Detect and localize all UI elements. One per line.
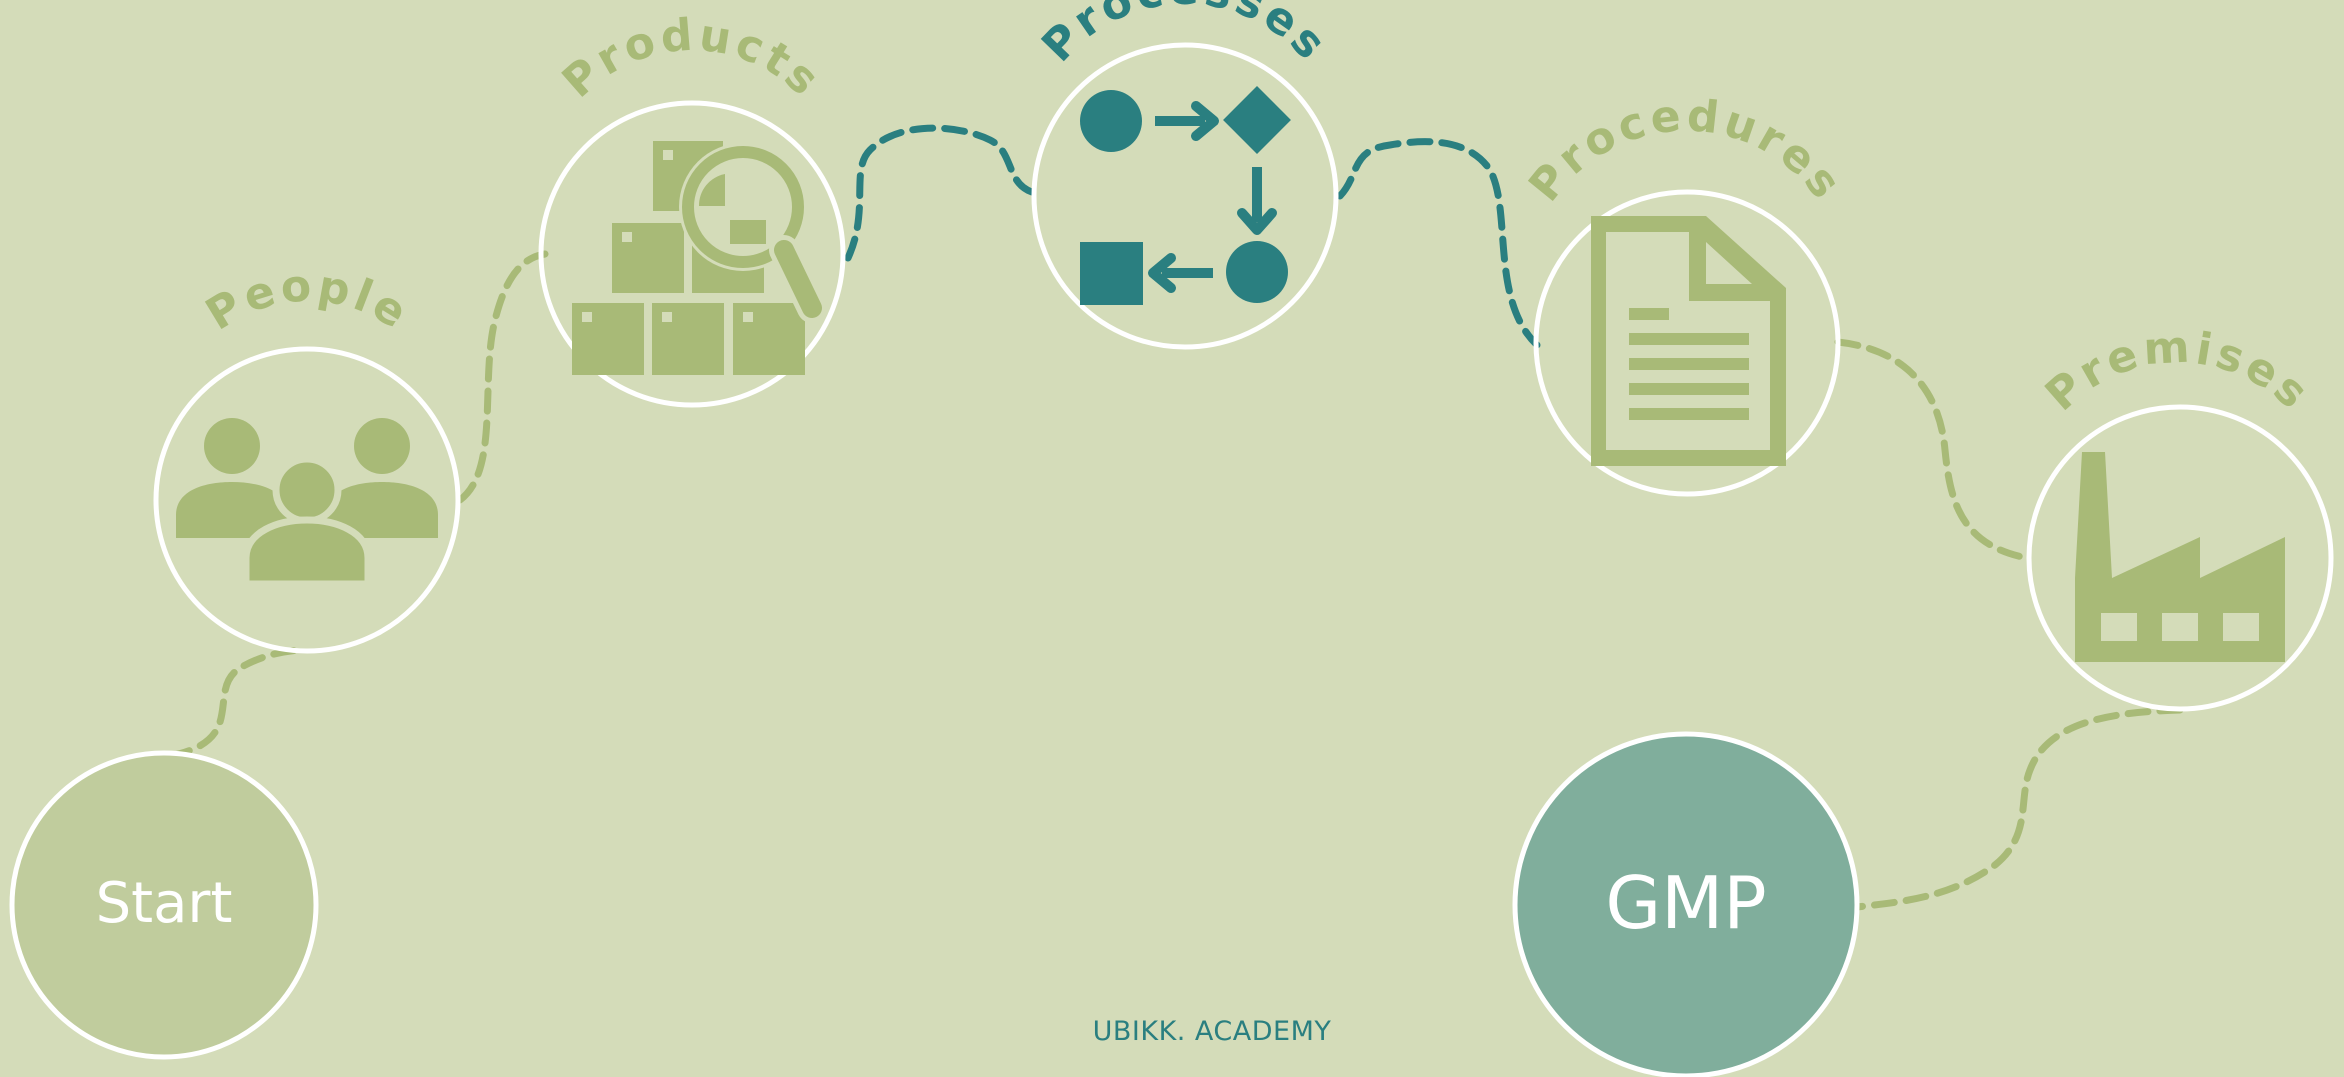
process-flow-icon: [1080, 86, 1291, 305]
connector-products-processes: [844, 124, 1039, 262]
connector-start-people: [166, 646, 309, 760]
stage-products: Products: [538, 9, 846, 408]
start-label: Start: [96, 871, 233, 936]
connector-premises-gmp: [1853, 706, 2184, 911]
stage-people-label: People: [197, 260, 419, 340]
stage-processes-label: Processes: [1032, 0, 1338, 72]
factory-icon: [2075, 452, 2285, 662]
gmp-node: GMP: [1512, 731, 1860, 1077]
people-icon: [176, 418, 438, 588]
start-node: Start: [9, 750, 319, 1060]
stage-products-label: Products: [553, 9, 832, 108]
gmp-label: GMP: [1605, 861, 1766, 945]
stage-premises: Premises: [2026, 321, 2334, 712]
document-icon: [1591, 216, 1786, 466]
footer-brand: UBIKK. ACADEMY: [1093, 1016, 1332, 1047]
stage-processes: Processes: [1031, 0, 1339, 350]
connector-people-products: [456, 250, 549, 504]
connector-procedures-premises: [1834, 338, 2031, 562]
stage-procedures: Procedures: [1519, 90, 1849, 497]
connectors: [166, 124, 2184, 911]
products-inspection-icon: [572, 141, 827, 375]
connector-processes-procedures: [1336, 138, 1541, 349]
stage-people: People: [153, 260, 461, 654]
